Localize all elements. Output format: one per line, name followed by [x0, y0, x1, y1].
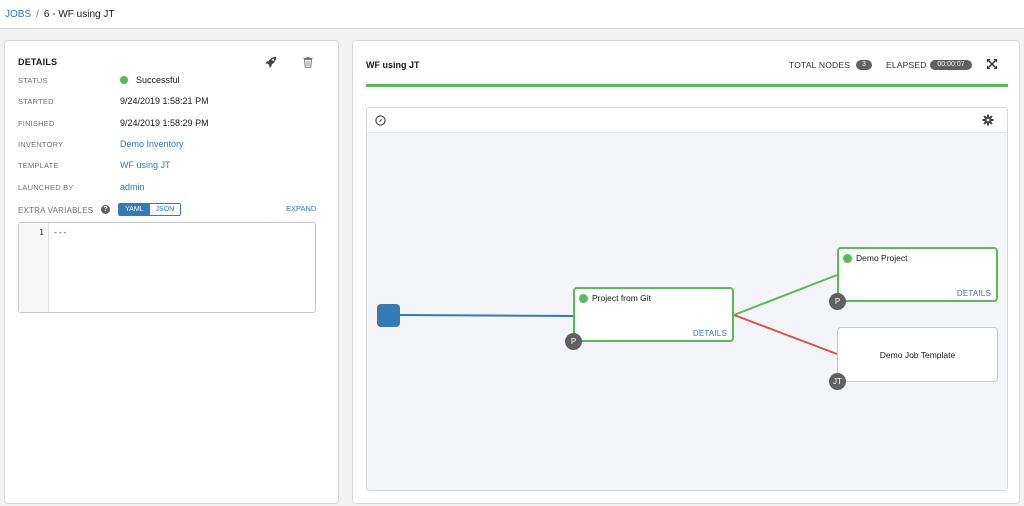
gear-icon[interactable]: [982, 114, 994, 126]
workflow-title: WF using JT: [366, 60, 420, 70]
canvas-toolbar: [367, 108, 1007, 133]
editor-code-text: ---: [53, 228, 68, 237]
trash-icon[interactable]: [302, 56, 314, 68]
launched-by-label: LAUNCHED BY: [18, 183, 74, 192]
link-git-to-demo-jt: [733, 314, 838, 355]
template-link[interactable]: WF using JT: [120, 160, 171, 170]
help-icon[interactable]: ?: [101, 205, 110, 214]
expand-link[interactable]: EXPAND: [286, 204, 317, 213]
editor-line-number: 1: [39, 228, 44, 237]
project-type-badge: P: [565, 333, 582, 350]
status-text: Successful: [136, 75, 180, 85]
node-details-link[interactable]: DETAILS: [956, 289, 991, 298]
link-start-to-git: [399, 314, 574, 317]
finished-value: 9/24/2019 1:58:29 PM: [120, 118, 209, 128]
node-name: Demo Project: [856, 253, 908, 263]
job-template-type-badge: JT: [829, 373, 846, 390]
breadcrumb-current: 6 - WF using JT: [43, 9, 115, 20]
workflow-canvas: Project from Git DETAILS P Demo Project …: [366, 107, 1008, 491]
total-nodes-label: TOTAL NODES: [789, 60, 851, 70]
workflow-graph-panel: WF using JT TOTAL NODES 3 ELAPSED 00:00:…: [352, 40, 1020, 504]
elapsed-label: ELAPSED: [886, 60, 927, 70]
node-demo-job-template[interactable]: Demo Job Template: [837, 327, 998, 382]
extra-variables-label: EXTRA VARIABLES: [18, 206, 94, 215]
fullscreen-icon[interactable]: [986, 58, 998, 70]
breadcrumb-bar: JOBS / 6 - WF using JT: [0, 0, 1024, 29]
node-name: Demo Job Template: [879, 350, 956, 360]
node-success-icon: [579, 294, 588, 303]
extra-variables-editor[interactable]: 1 ---: [18, 222, 316, 313]
inventory-link[interactable]: Demo Inventory: [120, 139, 184, 149]
workflow-start-node[interactable]: [377, 304, 400, 327]
total-nodes-badge: 3: [856, 60, 872, 70]
compass-icon[interactable]: [375, 115, 386, 126]
started-value: 9/24/2019 1:58:21 PM: [120, 96, 209, 106]
launched-by-link[interactable]: admin: [120, 182, 145, 192]
project-type-badge: P: [829, 293, 846, 310]
details-panel: DETAILS STATUS Successful STARTED 9/24/2…: [4, 40, 339, 504]
finished-label: FINISHED: [18, 119, 55, 128]
status-value: Successful: [120, 75, 180, 85]
status-success-icon: [120, 76, 128, 84]
workflow-links: [399, 274, 838, 355]
yaml-toggle-button[interactable]: YAML: [119, 204, 150, 215]
elapsed-badge: 00:00:07: [930, 60, 972, 70]
workflow-canvas-area[interactable]: Project from Git DETAILS P Demo Project …: [367, 133, 1007, 490]
node-project-from-git[interactable]: Project from Git DETAILS: [573, 287, 734, 342]
node-demo-project[interactable]: Demo Project DETAILS: [837, 247, 998, 302]
template-label: TEMPLATE: [18, 161, 59, 170]
link-git-to-demo-project: [733, 274, 838, 316]
started-label: STARTED: [18, 97, 54, 106]
inventory-label: INVENTORY: [18, 140, 64, 149]
details-title: DETAILS: [18, 57, 58, 67]
node-success-icon: [843, 254, 852, 263]
node-details-link[interactable]: DETAILS: [692, 329, 727, 338]
editor-gutter: 1: [19, 223, 49, 312]
json-toggle-button[interactable]: JSON: [149, 204, 181, 215]
node-name: Project from Git: [592, 293, 652, 303]
rocket-icon[interactable]: [264, 55, 278, 69]
status-label: STATUS: [18, 76, 48, 85]
breadcrumb-separator: /: [36, 9, 39, 20]
breadcrumb: JOBS / 6 - WF using JT: [5, 9, 114, 20]
job-progress-bar: [366, 84, 1008, 87]
breadcrumb-jobs-link[interactable]: JOBS: [5, 9, 32, 20]
